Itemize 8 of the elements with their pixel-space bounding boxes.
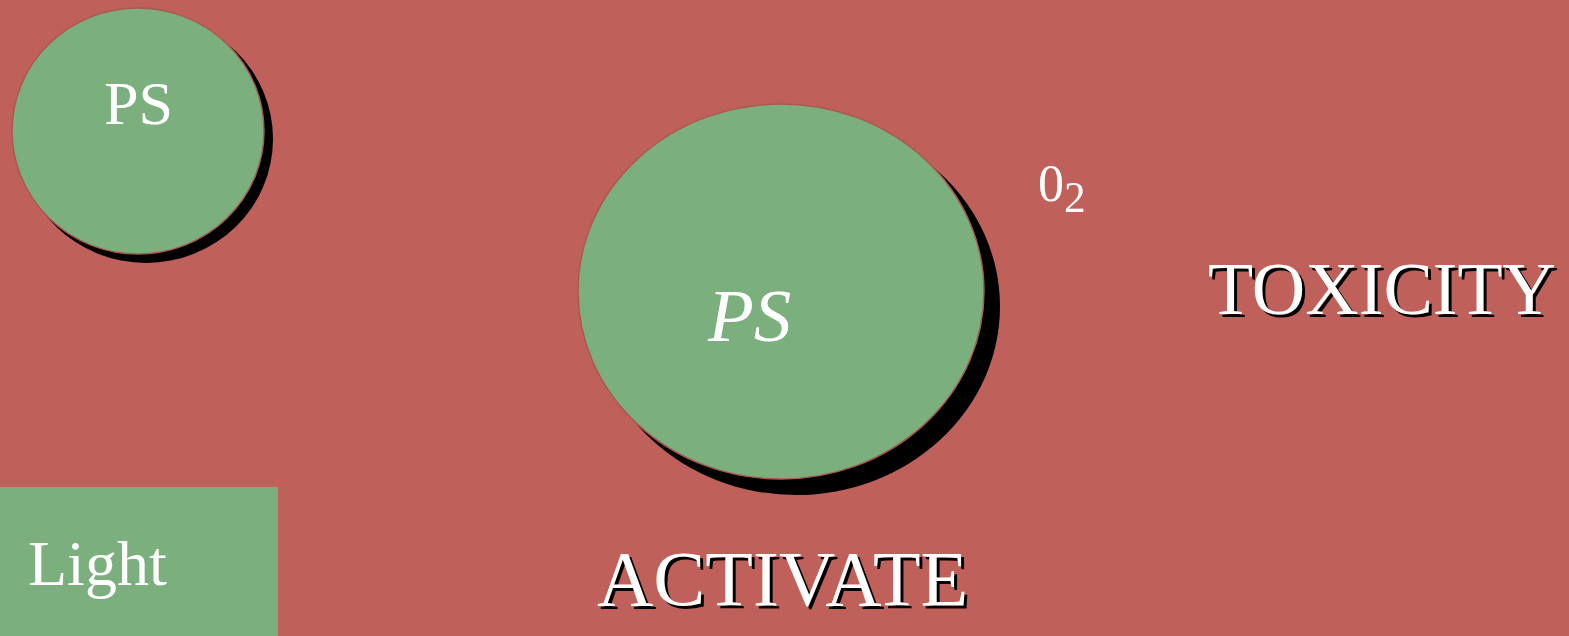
circle-node	[11, 7, 273, 263]
circle-node	[577, 103, 1000, 495]
toxicity-label: TOXICITY	[1208, 252, 1557, 326]
activate-label: ACTIVATE	[597, 540, 969, 618]
node-label: PS	[104, 72, 173, 134]
oxygen-label: 0$_{2}$	[1038, 158, 1086, 220]
node-label: PS	[708, 278, 792, 353]
light-box	[0, 487, 278, 636]
